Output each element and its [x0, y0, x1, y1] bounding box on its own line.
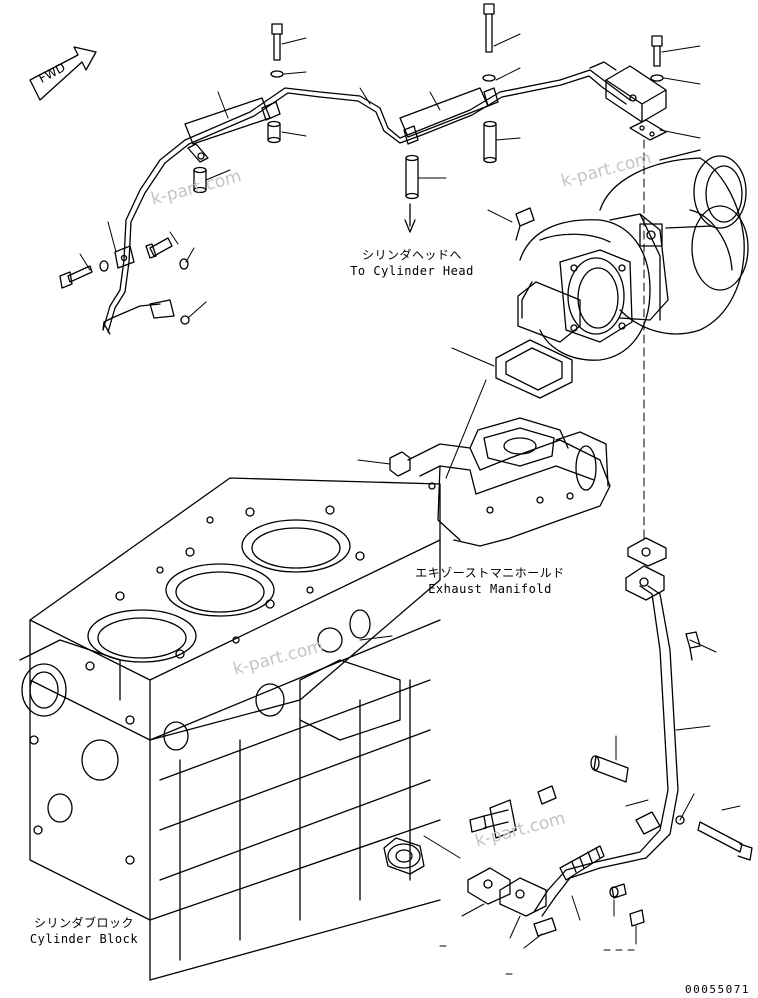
exhaust-manifold — [358, 380, 610, 546]
cylinder-block-label-jp: シリンダブロック — [33, 916, 134, 930]
supply-flange-block — [606, 66, 666, 140]
bolts-top — [271, 4, 663, 81]
left-fittings — [60, 238, 189, 324]
document-number: 00055071 — [685, 983, 750, 996]
cylinder-block-label-en: Cylinder Block — [29, 932, 139, 946]
spacers — [194, 122, 496, 199]
tube-sleeves — [185, 62, 616, 144]
exhaust-manifold-label-en: Exhaust Manifold — [428, 582, 552, 596]
cylinder-block — [20, 478, 440, 980]
fwd-arrow-icon — [30, 47, 96, 100]
cylinder-head-label-jp: シリンダヘッドへ — [361, 248, 462, 262]
exhaust-manifold-label-jp: エキゾーストマニホールド — [415, 566, 565, 580]
turbo-gasket — [452, 340, 572, 398]
turbocharger — [516, 150, 748, 360]
tube-clamps — [115, 88, 498, 268]
lower-right-hardware — [470, 632, 752, 936]
leader-lines-lower — [360, 140, 740, 974]
oil-supply-tube — [103, 70, 630, 334]
cylinder-head-label-en: To Cylinder Head — [350, 264, 474, 278]
leader-lines-top — [80, 34, 700, 318]
oil-drain-tube — [468, 538, 678, 916]
to-cylinder-head-arrow — [405, 204, 415, 232]
